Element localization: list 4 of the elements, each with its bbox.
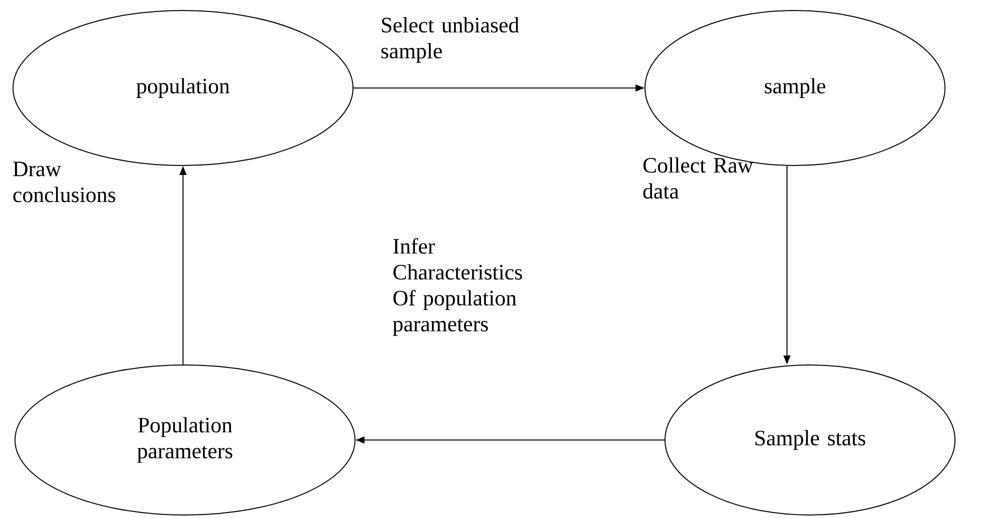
edge-label: Select unbiased sample	[381, 17, 520, 63]
ellipse-node: Population parameters	[14, 364, 356, 516]
ellipse-node: Sample stats	[664, 364, 956, 516]
edge-label: Infer Characteristics Of population parameters	[392, 238, 522, 336]
